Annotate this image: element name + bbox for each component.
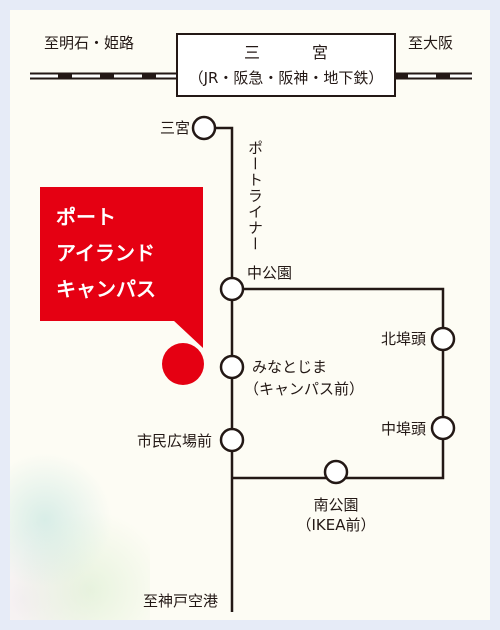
station-label-minatojima: みなとじま xyxy=(252,358,328,376)
eastbound-direction-label: 至大阪 xyxy=(408,34,454,52)
station-marker-nakakoen[interactable] xyxy=(219,276,245,302)
hub-station-lines: （JR・阪急・阪神・地下鉄） xyxy=(188,69,384,87)
station-label-naka-futo: 中埠頭 xyxy=(380,420,426,438)
callout-line-2: アイランド xyxy=(56,241,155,265)
station-label-kita-futo: 北埠頭 xyxy=(380,330,426,348)
station-markers xyxy=(191,115,456,485)
station-marker-sannomiya[interactable] xyxy=(191,115,217,141)
station-marker-minatojima[interactable] xyxy=(219,354,245,380)
station-label-nakakoen: 中公園 xyxy=(247,264,293,282)
kobe-airport-direction-label: 至神戸空港 xyxy=(142,592,218,610)
station-marker-kita-futo[interactable] xyxy=(430,326,456,352)
callout-pointer xyxy=(173,320,203,348)
station-marker-minami-koen[interactable] xyxy=(323,459,349,485)
line-name-label: ポートライナー xyxy=(246,140,264,252)
port-island-campus-callout[interactable]: ポート アイランド キャンパス xyxy=(40,187,203,321)
station-label-shimin-hiroba: 市民広場前 xyxy=(136,432,212,450)
callout-line-1: ポート xyxy=(56,205,116,229)
westbound-direction-label: 至明石・姫路 xyxy=(44,34,135,52)
station-label-minami-koen-note: （IKEA前） xyxy=(296,516,376,534)
campus-location-marker[interactable] xyxy=(162,343,204,385)
sannomiya-hub-station[interactable]: 三 宮 （JR・阪急・阪神・地下鉄） xyxy=(176,33,396,97)
station-label-sannomiya: 三宮 xyxy=(159,119,190,137)
callout-line-3: キャンパス xyxy=(56,277,156,301)
station-label-minatojima-note: （キャンパス前） xyxy=(244,380,365,398)
station-label-minami-koen: 南公園 xyxy=(313,496,359,514)
hub-station-name: 三 宮 xyxy=(243,43,346,62)
decorative-flower-background xyxy=(0,440,150,630)
station-marker-shimin-hiroba[interactable] xyxy=(219,427,245,453)
station-marker-naka-futo[interactable] xyxy=(430,415,456,441)
